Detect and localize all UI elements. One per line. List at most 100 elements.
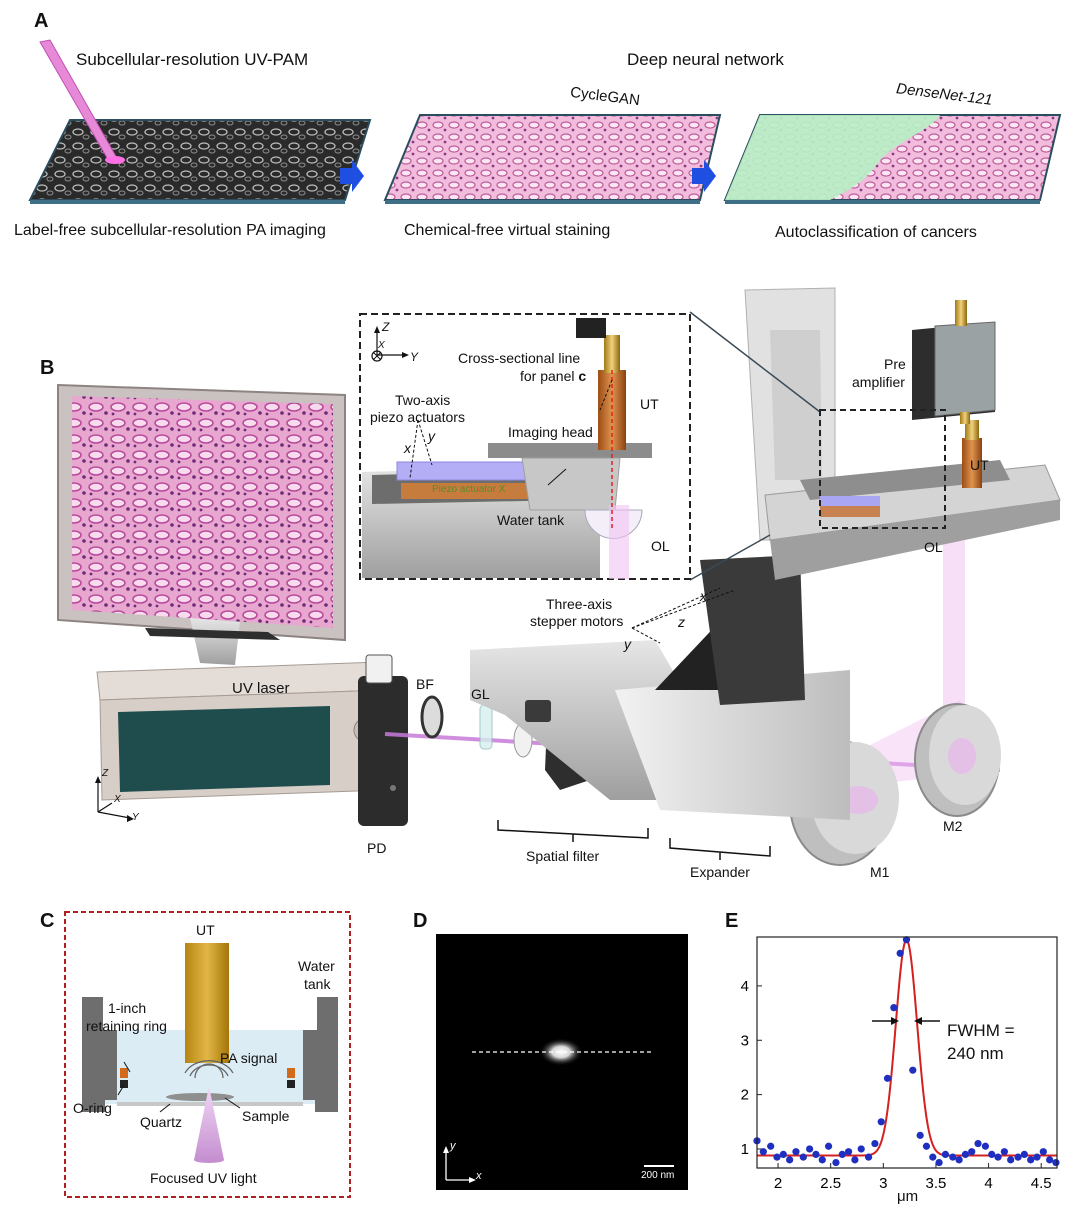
ultrasonic-transducer bbox=[962, 420, 982, 488]
chart-frame bbox=[756, 936, 1058, 1169]
spatial-filter-label: Spatial filter bbox=[526, 848, 600, 864]
panel-a-letter: A bbox=[34, 10, 49, 32]
d-axis-x: x bbox=[476, 1170, 482, 1182]
data-point bbox=[909, 1066, 917, 1074]
caption-virtual-staining: Chemical-free virtual staining bbox=[404, 222, 611, 239]
motor-z-label: z bbox=[678, 614, 685, 630]
pd-label: PD bbox=[367, 840, 387, 856]
y-tick-label: 3 bbox=[741, 1032, 749, 1049]
data-point bbox=[929, 1153, 937, 1161]
caption-pa-imaging: Label-free subcellular-resolution PA ima… bbox=[14, 222, 326, 239]
x-tick-label: 3 bbox=[879, 1175, 887, 1192]
c-pa-signal-label: PA signal bbox=[220, 1050, 278, 1066]
stepper-label-1: Three-axis bbox=[546, 596, 613, 612]
stepper-label-2: stepper motors bbox=[530, 613, 624, 629]
data-point bbox=[871, 1139, 879, 1148]
data-point bbox=[883, 1074, 892, 1082]
data-point bbox=[773, 1153, 781, 1161]
gl-label: GL bbox=[471, 686, 490, 702]
data-point bbox=[786, 1156, 794, 1164]
x-tick-label: 4 bbox=[984, 1175, 992, 1192]
piezo-y-label: y bbox=[428, 428, 435, 444]
bf-label: BF bbox=[416, 676, 434, 692]
data-point bbox=[767, 1142, 775, 1150]
d-axis-y: y bbox=[450, 1140, 456, 1152]
for-panel-ref: c bbox=[578, 368, 587, 384]
data-point bbox=[864, 1153, 873, 1161]
c-focused-label: Focused UV light bbox=[150, 1170, 257, 1186]
cross-section-label: Cross-sectional line bbox=[458, 350, 581, 366]
data-point bbox=[935, 1158, 943, 1167]
c-ring-label-1: 1-inch bbox=[108, 1000, 147, 1016]
c-water-label-1: Water bbox=[298, 958, 335, 974]
imaging-head-platform bbox=[764, 460, 1061, 580]
c-water-label-2: tank bbox=[304, 976, 331, 992]
data-point bbox=[902, 936, 911, 944]
piezo-x-label: x bbox=[404, 440, 411, 456]
stepper-motor-stage bbox=[470, 555, 850, 820]
mirror-m2 bbox=[914, 703, 1001, 817]
expander-label: Expander bbox=[690, 864, 750, 880]
preamplifier bbox=[912, 300, 996, 424]
spatial-filter-bracket bbox=[497, 820, 649, 842]
axis-x-label: X bbox=[114, 794, 121, 805]
data-point bbox=[824, 1142, 833, 1150]
data-point bbox=[1052, 1158, 1060, 1167]
data-point bbox=[1027, 1156, 1035, 1164]
uv-laser bbox=[96, 661, 386, 801]
inset-axis-y: Y bbox=[410, 350, 419, 364]
uv-laser-label: UV laser bbox=[232, 680, 290, 697]
panel-b-letter: B bbox=[40, 357, 55, 379]
cancer-region-overlay bbox=[725, 115, 940, 200]
gaussian-fit-line bbox=[757, 938, 1057, 1157]
motor-x-label: x bbox=[700, 588, 707, 604]
inset-ut-label: UT bbox=[640, 396, 659, 412]
data-point bbox=[792, 1148, 800, 1156]
data-point bbox=[1033, 1153, 1041, 1161]
m1-label: M1 bbox=[870, 864, 890, 880]
c-oring-label: O-ring bbox=[73, 1100, 112, 1116]
data-point bbox=[974, 1139, 982, 1148]
caption-autoclassification: Autoclassification of cancers bbox=[775, 224, 977, 241]
x-tick-label: 2.5 bbox=[820, 1175, 841, 1192]
panel-b-graphics bbox=[57, 287, 1061, 866]
main-ut-label: UT bbox=[970, 457, 989, 473]
data-point bbox=[779, 1150, 787, 1159]
focused-uv-cone bbox=[194, 1086, 224, 1160]
x-tick-label: 3.5 bbox=[926, 1175, 947, 1192]
panel-a-graphics bbox=[28, 39, 1062, 204]
x-tick-label: 2 bbox=[774, 1175, 782, 1192]
for-panel-label: for panel c bbox=[520, 368, 586, 384]
inset-box bbox=[359, 313, 691, 580]
c-ring-label-2: retaining ring bbox=[86, 1018, 167, 1034]
m2-label: M2 bbox=[943, 818, 963, 834]
preamp-label-1: Pre bbox=[884, 356, 906, 372]
data-point bbox=[759, 1148, 767, 1156]
c-ut-label: UT bbox=[196, 922, 215, 938]
data-point bbox=[1014, 1153, 1022, 1161]
panel-c-letter: C bbox=[40, 910, 55, 932]
data-point bbox=[994, 1153, 1002, 1161]
x-tick-label: 4.5 bbox=[1031, 1175, 1052, 1192]
axis-z-label: Z bbox=[102, 768, 109, 779]
axis-y-label: Y bbox=[132, 812, 139, 823]
inset-ol-label: OL bbox=[651, 538, 670, 554]
data-point bbox=[857, 1145, 865, 1153]
inset-axis-z: Z bbox=[382, 320, 390, 334]
d-scale-label: 200 nm bbox=[641, 1170, 675, 1181]
data-point bbox=[812, 1150, 820, 1159]
panel-d-letter: D bbox=[413, 910, 428, 932]
data-point bbox=[818, 1156, 826, 1164]
c-quartz-label: Quartz bbox=[140, 1114, 183, 1130]
panel-a-title-left: Subcellular-resolution UV-PAM bbox=[76, 50, 309, 69]
data-point bbox=[877, 1118, 885, 1126]
panel-e-letter: E bbox=[725, 910, 739, 932]
e-xlabel: μm bbox=[897, 1188, 919, 1205]
photodiode bbox=[358, 654, 408, 826]
y-tick-label: 2 bbox=[741, 1087, 749, 1104]
arrow-right-icon bbox=[692, 160, 716, 192]
data-point bbox=[838, 1150, 846, 1159]
fwhm-label-2: 240 nm bbox=[947, 1044, 1004, 1063]
